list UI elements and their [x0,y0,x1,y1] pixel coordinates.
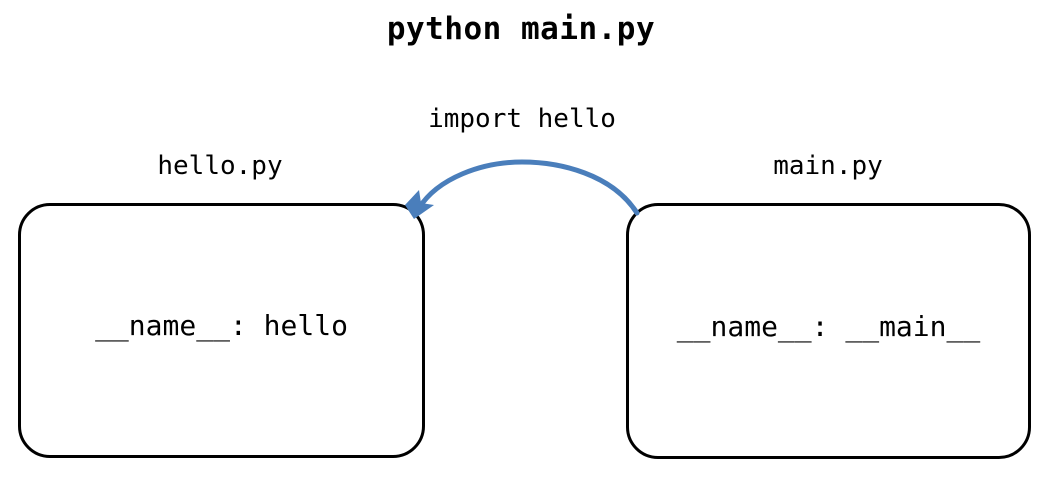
node-text-hello: __name__: hello [95,309,348,343]
node-caption-main: main.py [773,151,883,181]
node-caption-hello: hello.py [157,151,283,181]
node-box-main[interactable]: __name__: __main__ [626,203,1031,459]
diagram-title: python main.py [386,11,656,47]
node-text-main: __name__: __main__ [676,309,981,343]
node-box-hello[interactable]: __name__: hello [18,203,425,458]
edge-label-import: import hello [428,104,616,134]
